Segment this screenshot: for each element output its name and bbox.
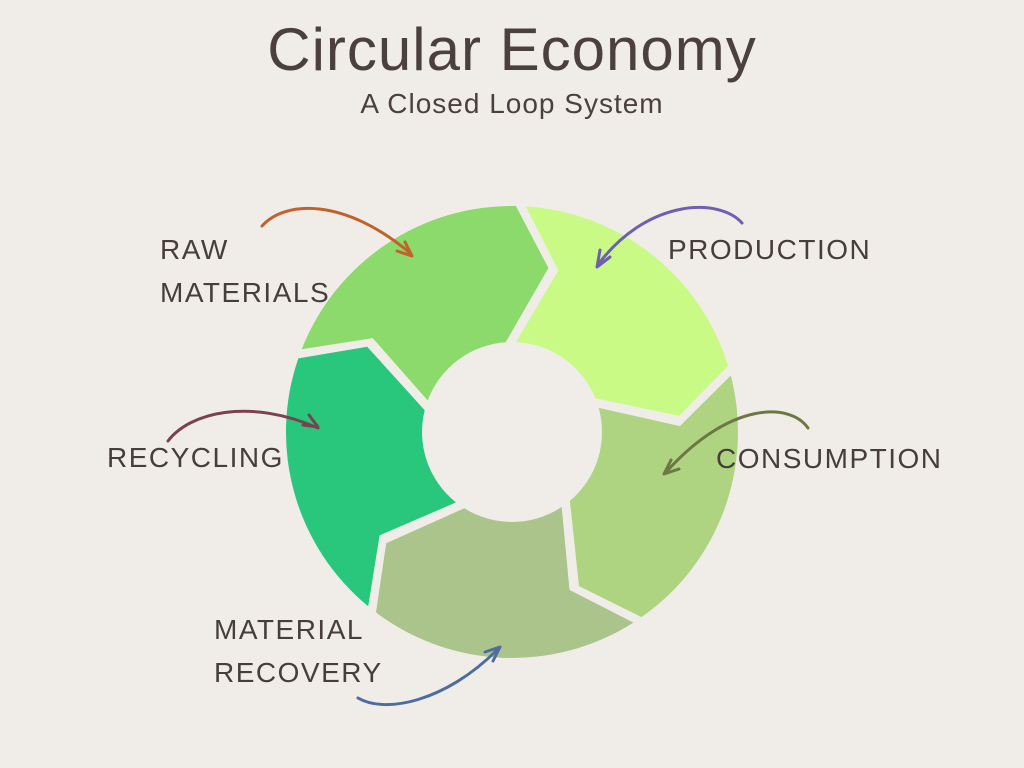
arrow-production <box>598 206 744 264</box>
arrow-consumption <box>666 410 810 472</box>
page-subtitle: A Closed Loop System <box>360 88 664 119</box>
arrowhead-raw-materials <box>395 240 414 258</box>
label-production: PRODUCTION <box>668 234 872 265</box>
arrow-material-recovery <box>356 648 499 706</box>
header: Circular Economy A Closed Loop System <box>0 0 1024 120</box>
page-title: Circular Economy <box>267 16 757 83</box>
arrowhead-material-recovery <box>483 645 502 663</box>
arrow-recycling <box>166 409 320 443</box>
label-consumption: CONSUMPTION <box>716 443 943 474</box>
label-material-recovery: MATERIAL RECOVERY <box>214 614 383 688</box>
label-raw-materials: RAW MATERIALS <box>160 234 331 308</box>
segment-production <box>515 206 729 416</box>
arrow-raw-materials <box>260 206 412 255</box>
label-recycling: RECYCLING <box>107 442 284 473</box>
arrowhead-recycling <box>301 413 320 429</box>
segment-consumption <box>569 375 738 618</box>
segment-material-recovery <box>376 507 634 658</box>
segment-raw-materials <box>301 205 549 401</box>
arrowhead-consumption <box>662 458 681 476</box>
arrowhead-production <box>595 248 612 269</box>
segment-recycling <box>285 346 456 607</box>
